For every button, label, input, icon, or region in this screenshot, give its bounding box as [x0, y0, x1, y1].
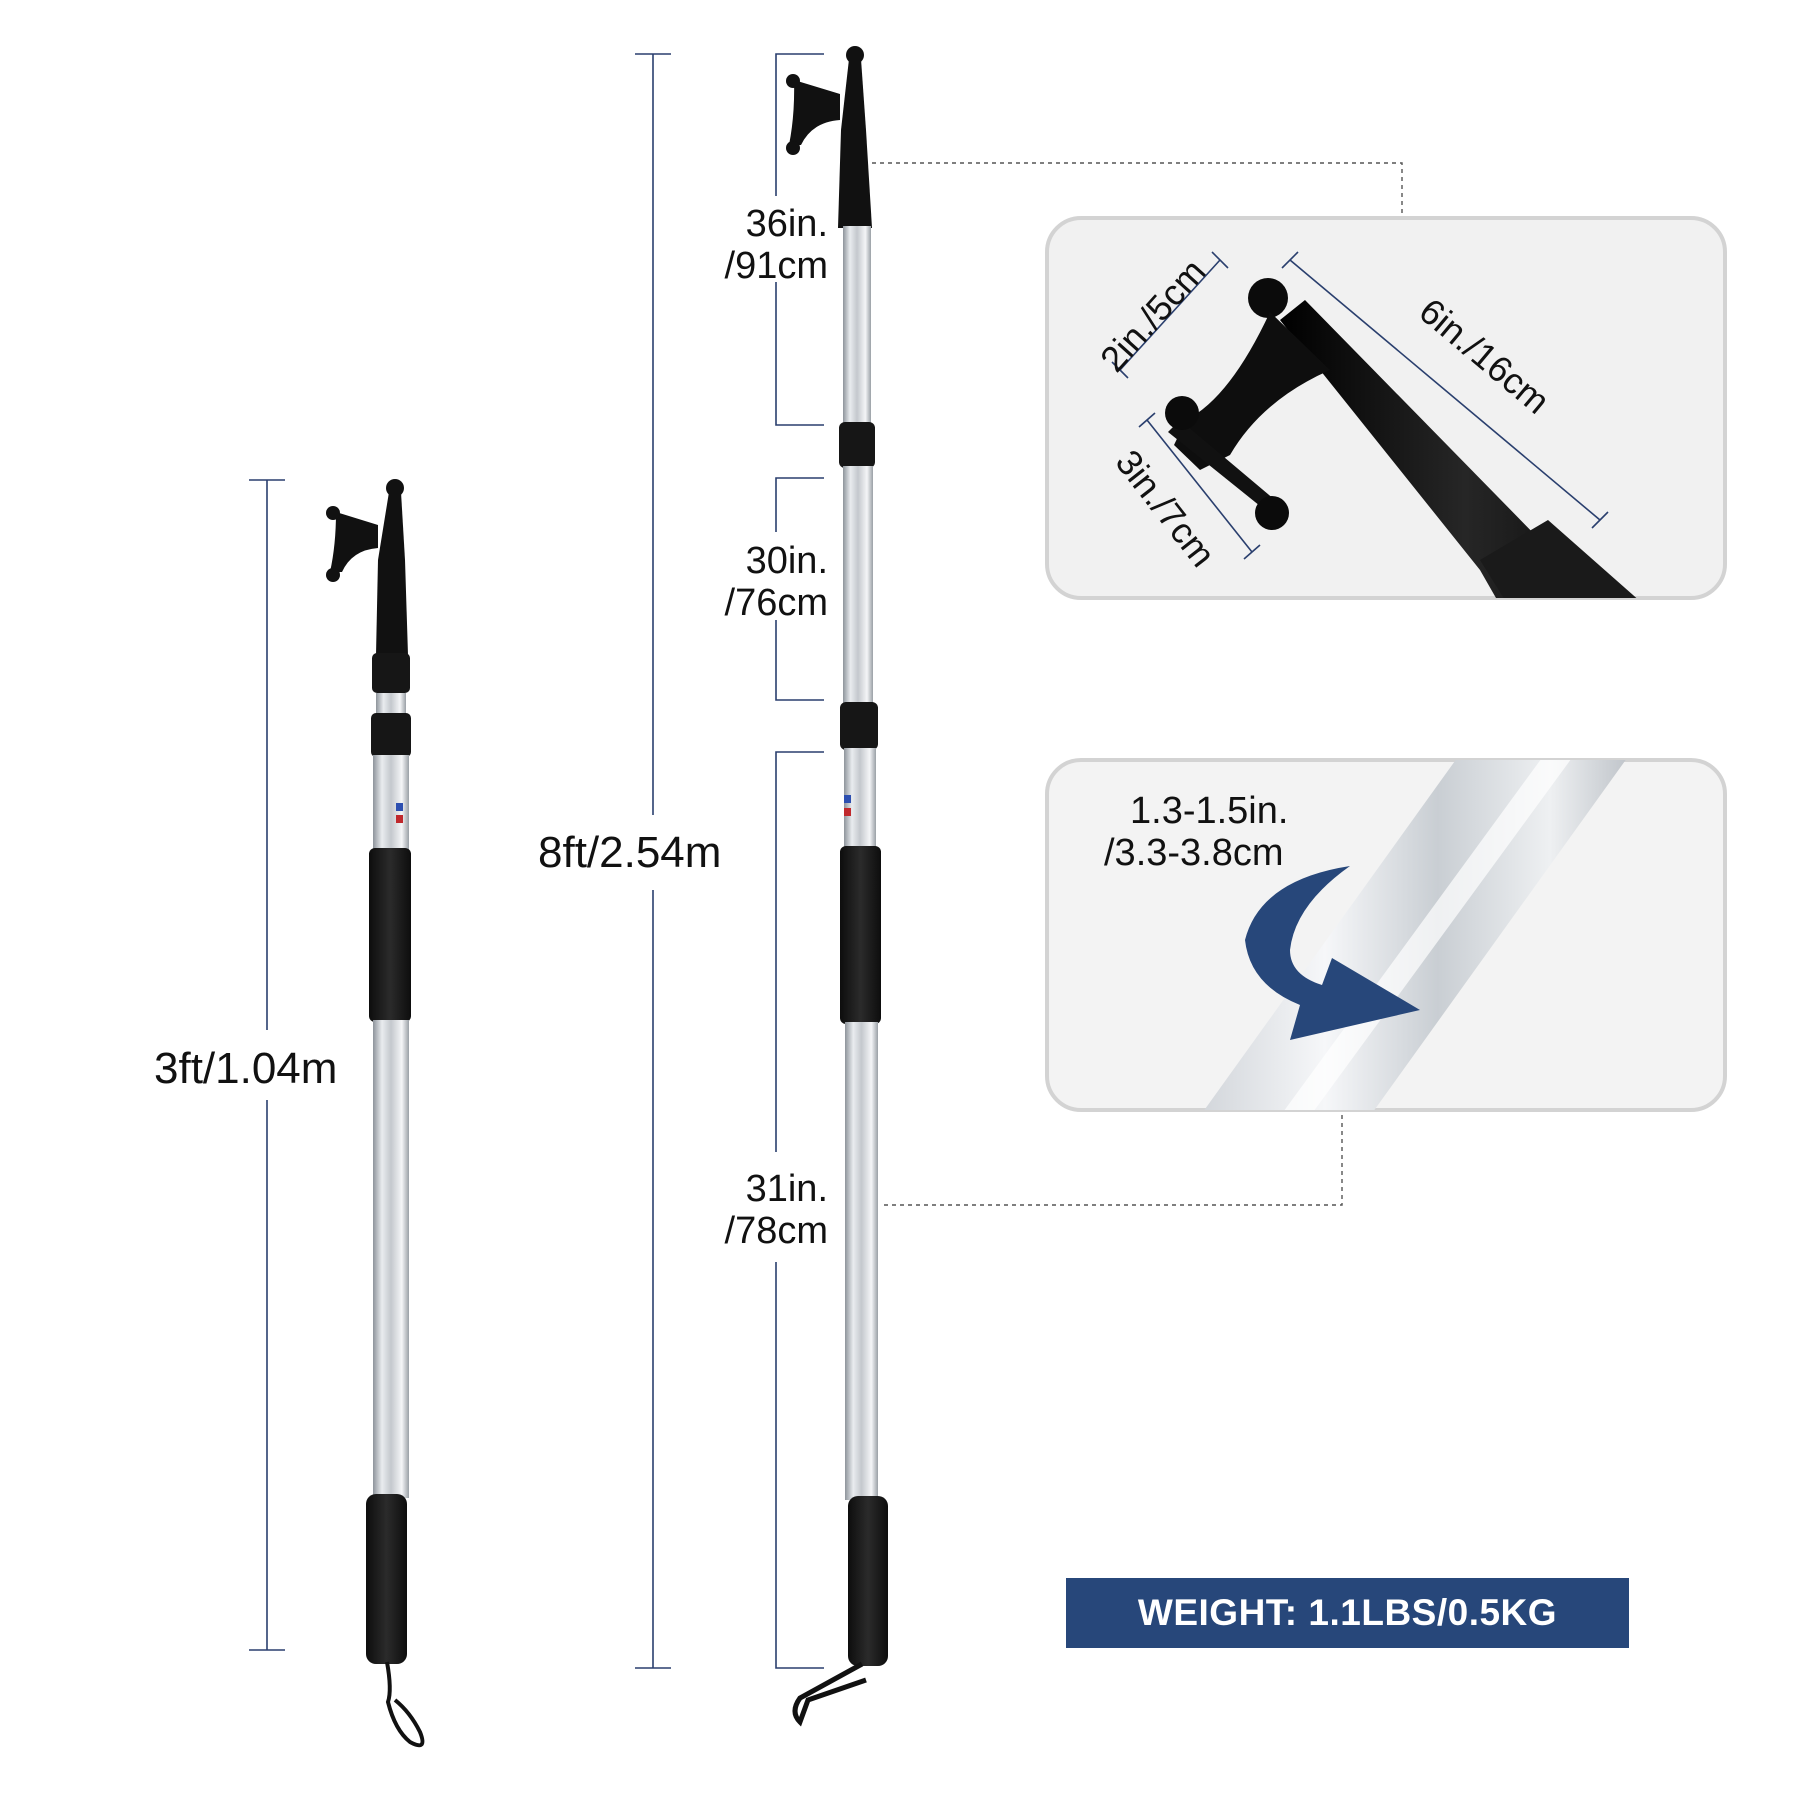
tube-diameter-cm: /3.3-3.8cm [1104, 832, 1284, 874]
section-2-label: 30in. /76cm [712, 540, 828, 624]
tube-detail-panel [1045, 758, 1727, 1112]
hook-detail-panel [1045, 216, 1727, 600]
section-1-label: 36in. /91cm [712, 203, 828, 287]
extended-boat-hook [786, 46, 888, 1727]
section-2-cm: /76cm [724, 582, 828, 624]
short-dimension-line [249, 479, 285, 1651]
collapsed-boat-hook [326, 479, 425, 1748]
section-1-cm: /91cm [724, 245, 828, 287]
section-1-inches: 36in. [745, 203, 828, 245]
tube-diameter-inches: 1.3-1.5in. [1130, 790, 1289, 832]
section-3-cm: /78cm [724, 1210, 828, 1252]
extended-length-label: 8ft/2.54m [538, 828, 722, 877]
section-3-label: 31in. /78cm [712, 1168, 828, 1252]
weight-badge: WEIGHT: 1.1LBS/0.5KG [1066, 1578, 1629, 1648]
section-3-inches: 31in. [745, 1168, 828, 1210]
section-brackets [775, 53, 824, 1669]
rotation-arrow-icon [1245, 866, 1420, 1040]
full-dimension-line [635, 53, 671, 1669]
tube-diameter-label: 1.3-1.5in. /3.3-3.8cm [1104, 790, 1288, 874]
section-2-inches: 30in. [745, 540, 828, 582]
collapsed-length-label: 3ft/1.04m [154, 1044, 338, 1093]
leader-lines [872, 162, 1403, 1206]
